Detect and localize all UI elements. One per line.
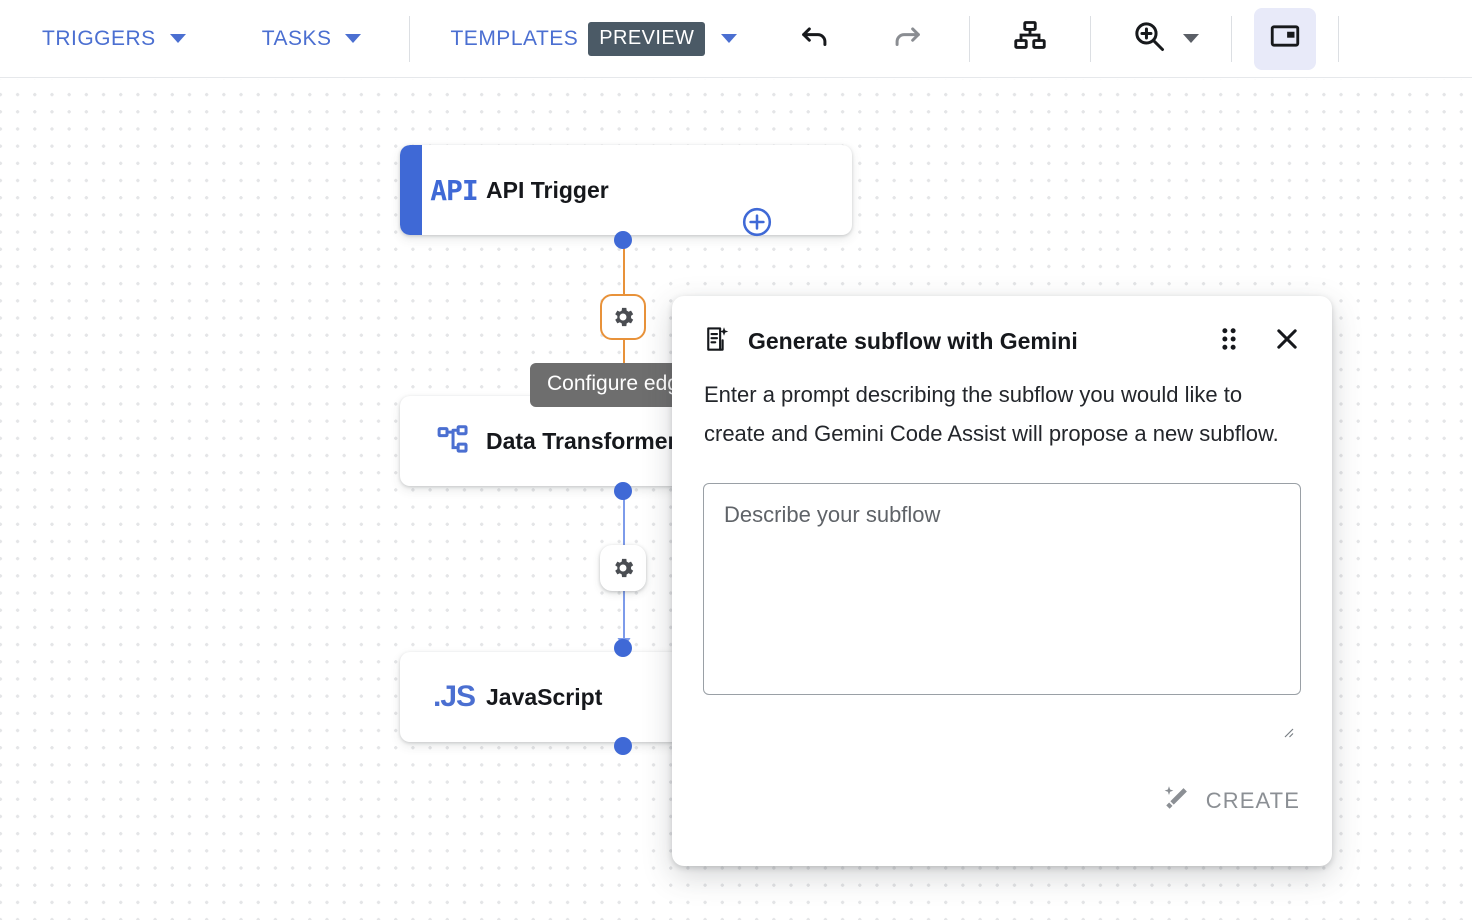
- textarea-resize-grip-icon: [1284, 728, 1294, 738]
- create-subflow-button[interactable]: CREATE: [1162, 783, 1300, 818]
- add-circle-icon: [742, 207, 772, 237]
- gear-icon: [615, 558, 634, 578]
- configure-edge-button-1[interactable]: [600, 294, 646, 340]
- port-transformer-out[interactable]: [614, 482, 632, 500]
- create-button-label: CREATE: [1205, 787, 1300, 813]
- minimap-toggle-icon: [1268, 19, 1302, 58]
- node-label: Data Transformer: [486, 427, 677, 454]
- zoom-dropdown[interactable]: [1179, 0, 1203, 77]
- toolbar-divider: [969, 15, 971, 62]
- api-icon: API: [430, 173, 479, 207]
- configure-edge-button-2[interactable]: [600, 545, 646, 591]
- undo-icon: [798, 19, 832, 58]
- auto-layout-icon: [1012, 18, 1048, 59]
- chevron-down-icon: [1183, 34, 1200, 43]
- redo-icon: [890, 19, 924, 58]
- redo-button[interactable]: [879, 11, 935, 67]
- dialog-title: Generate subflow with Gemini: [748, 328, 1078, 354]
- undo-button[interactable]: [787, 11, 843, 67]
- triggers-label: TRIGGERS: [42, 26, 156, 50]
- dialog-close-button[interactable]: [1270, 325, 1304, 359]
- toolbar-divider: [1338, 15, 1340, 62]
- templates-label: TEMPLATES: [450, 26, 579, 50]
- dialog-description: Enter a prompt describing the subflow yo…: [704, 382, 1279, 446]
- document-sparkle-icon: [702, 324, 732, 359]
- subflow-prompt-input[interactable]: [703, 483, 1301, 695]
- zoom-in-icon: [1131, 18, 1167, 59]
- close-icon: [1273, 325, 1301, 358]
- node-accent-bar: [400, 145, 422, 235]
- dialog-header: Generate subflow with Gemini: [672, 296, 1332, 359]
- port-javascript-out[interactable]: [614, 737, 632, 755]
- javascript-icon: .JS: [432, 680, 476, 713]
- toolbar-divider: [1231, 15, 1233, 62]
- dialog-drag-handle[interactable]: [1212, 325, 1246, 359]
- drag-handle-icon: [1218, 326, 1240, 357]
- port-javascript-in[interactable]: [614, 639, 632, 657]
- chevron-down-icon: [169, 34, 186, 43]
- transform-icon: [422, 422, 486, 460]
- node-api-trigger[interactable]: API API Trigger: [400, 145, 852, 235]
- generate-subflow-dialog: Generate subflow with Gemini Enter a pro…: [672, 296, 1332, 866]
- auto-layout-button[interactable]: [1002, 11, 1058, 67]
- templates-menu[interactable]: TEMPLATES PREVIEW: [446, 0, 741, 77]
- magic-wand-icon: [1162, 783, 1192, 818]
- toolbar-divider: [1090, 15, 1092, 62]
- toolbar-divider: [409, 15, 411, 62]
- add-node-button[interactable]: [741, 206, 773, 243]
- toolbar: TRIGGERS TASKS TEMPLATES PREVIEW: [0, 0, 1472, 78]
- zoom-in-button[interactable]: [1121, 11, 1177, 67]
- gear-icon: [615, 307, 634, 327]
- node-label: API Trigger: [486, 176, 609, 203]
- minimap-toggle-button[interactable]: [1254, 7, 1317, 70]
- chevron-down-icon: [721, 34, 738, 43]
- triggers-menu[interactable]: TRIGGERS: [38, 0, 190, 77]
- node-label: JavaScript: [486, 683, 603, 710]
- preview-badge: PREVIEW: [588, 21, 706, 56]
- tasks-label: TASKS: [261, 26, 332, 50]
- chevron-down-icon: [345, 34, 362, 43]
- port-api-trigger-out[interactable]: [614, 231, 632, 249]
- tasks-menu[interactable]: TASKS: [258, 0, 366, 77]
